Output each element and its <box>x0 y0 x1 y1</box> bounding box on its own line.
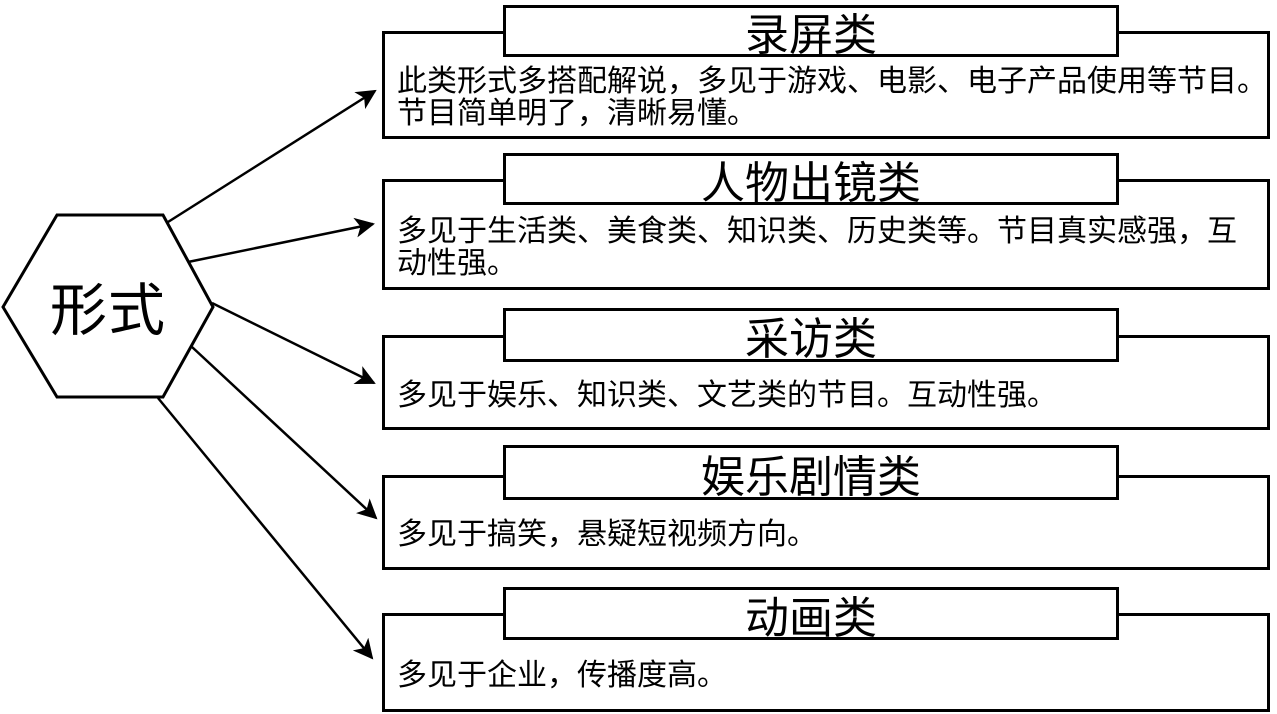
item-3-title: 采访类 <box>745 315 877 364</box>
item-2-title-box: 人物出镜类 <box>503 153 1119 208</box>
item-5-desc-line-1: 多见于企业，传播度高。 <box>397 659 727 692</box>
item-2-description: 多见于生活类、美食类、知识类、历史类等。节目真实感强，互 动性强。 <box>382 205 1270 290</box>
item-5-description: 多见于企业，传播度高。 <box>382 640 1270 712</box>
arrow-to-item-3 <box>211 301 376 385</box>
item-1-description: 此类形式多搭配解说，多见于游戏、电影、电子产品使用等节目。 节目简单明了，清晰易… <box>382 57 1270 139</box>
item-2-desc-line-2: 动性强。 <box>397 246 517 280</box>
arrow-to-item-2 <box>187 217 375 264</box>
item-3-desc-line-1: 多见于娱乐、知识类、文艺类的节目。互动性强。 <box>397 379 1057 412</box>
item-4-title: 娱乐剧情类 <box>701 452 921 502</box>
item-1-desc-line-2: 节目简单明了，清晰易懂。 <box>397 97 757 130</box>
hexagon-shape <box>1 213 215 399</box>
item-3-title-box: 采访类 <box>503 308 1119 364</box>
arrow-to-item-5 <box>157 397 374 660</box>
item-4-description: 多见于搞笑，悬疑短视频方向。 <box>382 500 1270 570</box>
item-2-title: 人物出镜类 <box>701 159 921 208</box>
item-4-title-box: 娱乐剧情类 <box>503 445 1119 502</box>
item-1-title-box: 录屏类 <box>503 5 1119 60</box>
item-2-desc-line-1: 多见于生活类、美食类、知识类、历史类等。节目真实感强，互 <box>397 214 1237 248</box>
item-3-description: 多见于娱乐、知识类、文艺类的节目。互动性强。 <box>382 362 1270 430</box>
item-5-title: 动画类 <box>745 593 877 643</box>
arrow-to-item-1 <box>167 89 377 224</box>
item-5-title-box: 动画类 <box>503 587 1119 643</box>
item-4-desc-line-1: 多见于搞笑，悬疑短视频方向。 <box>397 518 817 551</box>
item-1-desc-line-1: 此类形式多搭配解说，多见于游戏、电影、电子产品使用等节目。 <box>397 65 1267 98</box>
root-node-label: 形式 <box>50 280 166 343</box>
item-1-title: 录屏类 <box>745 11 877 60</box>
arrow-to-item-4 <box>191 346 378 520</box>
